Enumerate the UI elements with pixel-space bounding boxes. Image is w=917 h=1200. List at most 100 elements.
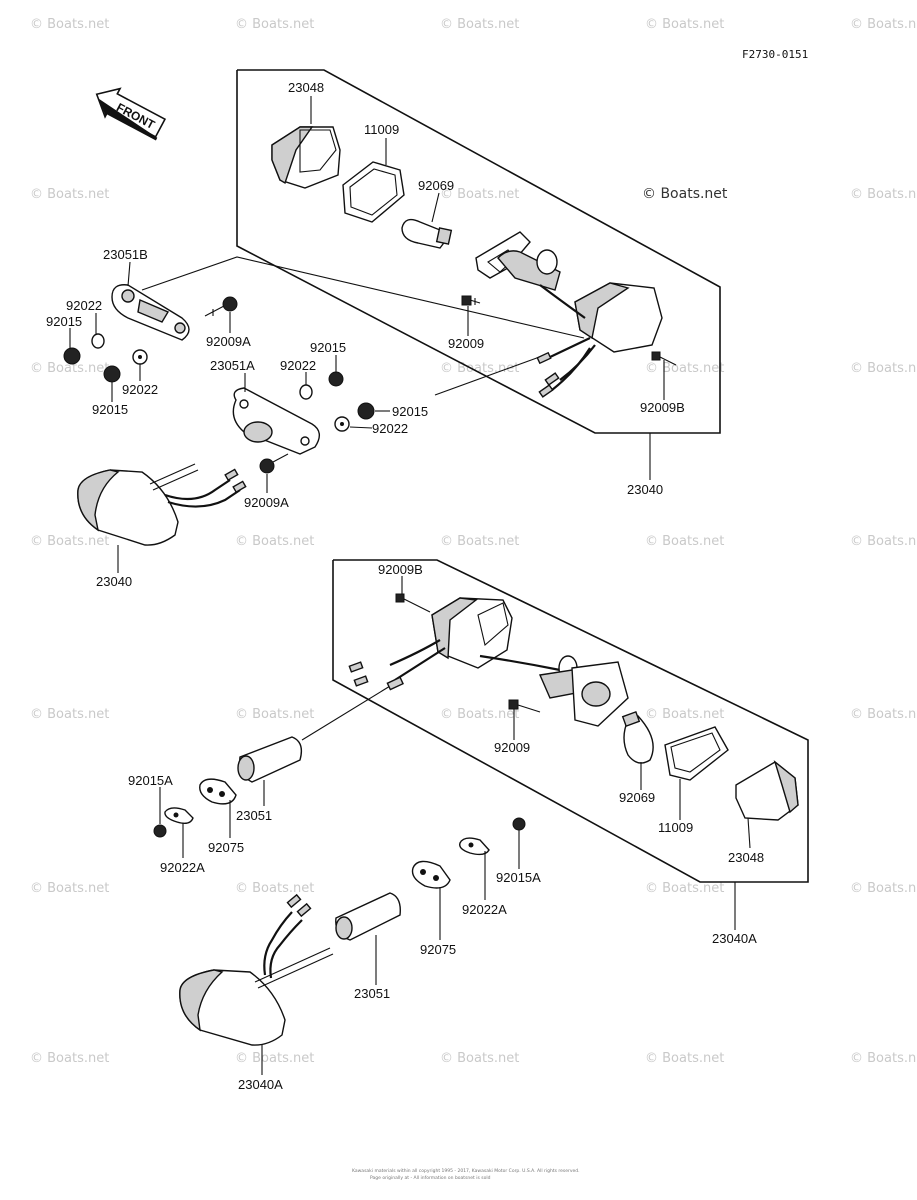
rubber-sleeve-23051-mid xyxy=(237,736,303,783)
washer-92022-left xyxy=(91,333,105,349)
bulb-92069-bottom xyxy=(621,711,654,764)
mount-plate-23051A xyxy=(232,387,320,455)
label-92022: 92022 xyxy=(280,358,316,373)
nut-92015-right xyxy=(357,402,375,420)
label-92015: 92015 xyxy=(46,314,82,329)
watermark: © Boats.net xyxy=(850,17,917,32)
label-23051: 23051 xyxy=(236,808,272,823)
washer-92022-mid xyxy=(132,349,148,365)
label-92015: 92015 xyxy=(310,340,346,355)
part-number-labels: 23048 11009 92069 23051B 92022 92015 920… xyxy=(46,80,764,1092)
label-92009B: 92009B xyxy=(640,400,685,415)
footer-copyright: Kawasaki materials within all copyright … xyxy=(352,1168,580,1174)
screw-92009B-bottom xyxy=(395,593,431,613)
watermark: © Boats.net xyxy=(30,187,109,202)
gasket-11009-bottom xyxy=(664,726,729,781)
watermark: © Boats.net xyxy=(850,361,917,376)
screw-92009B-top xyxy=(651,351,677,366)
label-92015A: 92015A xyxy=(128,773,173,788)
label-23040A: 23040A xyxy=(238,1077,283,1092)
label-92015: 92015 xyxy=(392,404,428,419)
label-23048: 23048 xyxy=(728,850,764,865)
label-92022: 92022 xyxy=(122,382,158,397)
watermark: © Boats.net xyxy=(30,707,109,722)
washer-92022-right xyxy=(334,416,350,432)
label-92022A: 92022A xyxy=(462,902,507,917)
label-23051: 23051 xyxy=(354,986,390,1001)
watermark: © Boats.net xyxy=(440,17,519,32)
label-92022A: 92022A xyxy=(160,860,205,875)
watermark: © Boats.net xyxy=(440,187,519,202)
label-11009: 11009 xyxy=(364,122,399,137)
figure-code: F2730-0151 xyxy=(742,48,808,61)
turn-signal-housing-top xyxy=(475,231,663,398)
rubber-sleeve-23051-bottom xyxy=(335,892,401,941)
label-92009B: 92009B xyxy=(378,562,423,577)
bottom-assembly-frame xyxy=(332,559,809,883)
watermark: © Boats.net xyxy=(440,534,519,549)
label-92069: 92069 xyxy=(418,178,454,193)
watermark: © Boats.net xyxy=(645,534,724,549)
watermark: © Boats.net xyxy=(850,881,917,896)
label-92009: 92009 xyxy=(494,740,530,755)
label-92009A: 92009A xyxy=(206,334,251,349)
mount-guide-line xyxy=(434,354,546,396)
label-23040: 23040 xyxy=(627,482,663,497)
label-92022: 92022 xyxy=(372,421,408,436)
nut-92015-left xyxy=(63,347,81,365)
watermark: © Boats.net xyxy=(30,1051,109,1066)
label-23048: 23048 xyxy=(288,80,324,95)
bolt-92009A-center xyxy=(259,453,289,474)
watermark: © Boats.net xyxy=(235,881,314,896)
front-arrow-icon: FRONT xyxy=(95,87,167,141)
nut-92015A-left xyxy=(153,824,167,838)
gasket-11009-top xyxy=(342,161,405,223)
bulb-92069-top xyxy=(401,218,453,249)
watermark-dark: © Boats.net xyxy=(642,186,728,202)
leader-lines xyxy=(69,96,751,1075)
watermark: © Boats.net xyxy=(645,1051,724,1066)
turn-signal-23040A-bottom xyxy=(179,893,334,1046)
watermark: © Boats.net xyxy=(440,1051,519,1066)
watermark: © Boats.net xyxy=(850,187,917,202)
lens-23048-bottom xyxy=(735,760,799,821)
label-92015: 92015 xyxy=(92,402,128,417)
washer-92022A-left xyxy=(164,807,194,825)
label-92075: 92075 xyxy=(208,840,244,855)
label-23040A: 23040A xyxy=(712,931,757,946)
watermark: © Boats.net xyxy=(235,17,314,32)
label-92022: 92022 xyxy=(66,298,102,313)
mount-guide-line xyxy=(301,682,396,741)
footer-note: Page originally at - All information on … xyxy=(370,1175,491,1181)
label-23051B: 23051B xyxy=(103,247,148,262)
label-23040: 23040 xyxy=(96,574,132,589)
watermark: © Boats.net xyxy=(30,881,109,896)
watermark: © Boats.net xyxy=(30,17,109,32)
watermark: © Boats.net xyxy=(30,534,109,549)
washer-92022-center xyxy=(299,384,313,400)
watermark: © Boats.net xyxy=(850,707,917,722)
nut-92015A-right xyxy=(512,817,526,831)
label-23051A: 23051A xyxy=(210,358,255,373)
top-assembly-frame xyxy=(236,69,721,434)
watermark: © Boats.net xyxy=(30,361,109,376)
watermark: © Boats.net xyxy=(645,707,724,722)
watermark: © Boats.net xyxy=(645,881,724,896)
watermark: © Boats.net xyxy=(440,361,519,376)
washer-92022A-right xyxy=(459,837,490,856)
label-92069: 92069 xyxy=(619,790,655,805)
watermark: © Boats.net xyxy=(235,534,314,549)
watermark: © Boats.net xyxy=(645,17,724,32)
nut-92015-center xyxy=(328,371,344,387)
watermark-layer: © Boats.net © Boats.net © Boats.net © Bo… xyxy=(30,17,917,1066)
watermark: © Boats.net xyxy=(235,707,314,722)
label-11009: 11009 xyxy=(658,820,693,835)
label-92009A: 92009A xyxy=(244,495,289,510)
lens-23048-top xyxy=(271,126,341,189)
label-92075: 92075 xyxy=(420,942,456,957)
watermark: © Boats.net xyxy=(850,534,917,549)
grommet-92075-left xyxy=(199,778,237,805)
turn-signal-housing-bottom xyxy=(348,597,629,727)
